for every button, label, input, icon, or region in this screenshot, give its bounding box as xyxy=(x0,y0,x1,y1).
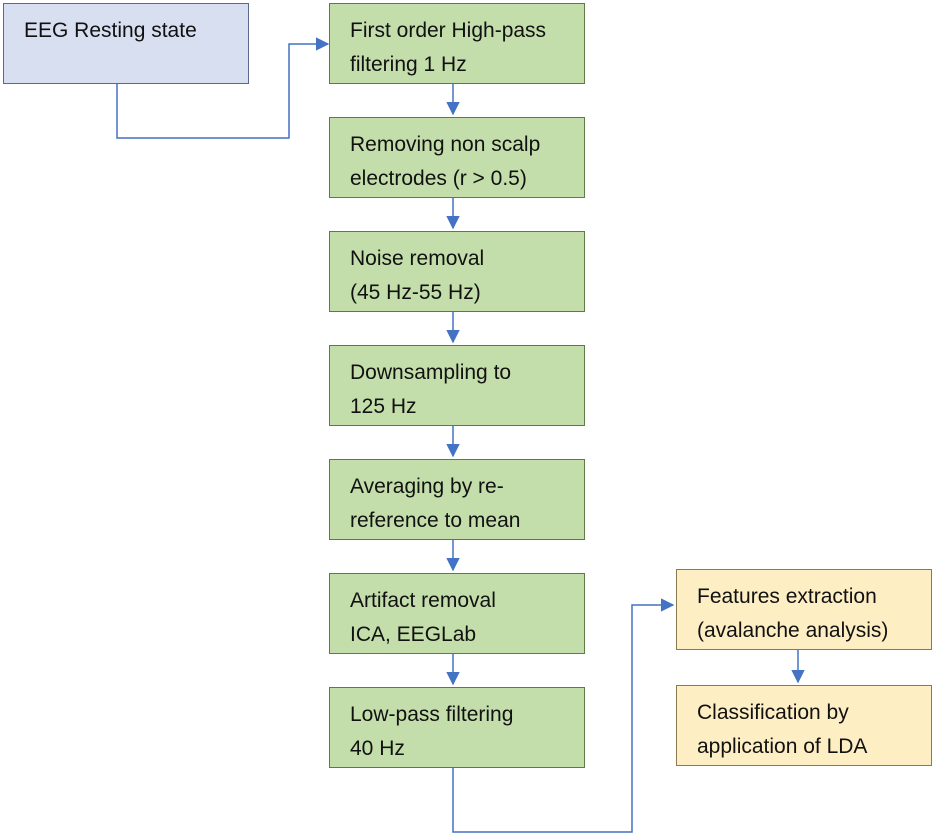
box-label-line: Downsampling to xyxy=(350,361,512,384)
box-label-line: Low-pass filtering xyxy=(350,703,514,726)
box-label-line: Artifact removal xyxy=(350,589,496,612)
box-label-line: Removing non scalp xyxy=(350,133,541,156)
box-label-line: reference to mean xyxy=(350,509,521,532)
low-pass-filter-step: Low-pass filtering 40 Hz xyxy=(329,687,585,768)
box-label-line: First order High-pass xyxy=(350,19,547,42)
box-label-line: 40 Hz xyxy=(350,737,405,760)
box-label-line: EEG Resting state xyxy=(24,19,197,42)
box-label-line: filtering 1 Hz xyxy=(350,53,467,76)
high-pass-filter-step: First order High-pass filtering 1 Hz xyxy=(329,3,585,84)
re-reference-averaging-step: Averaging by re- reference to mean xyxy=(329,459,585,540)
box-label-line: (avalanche analysis) xyxy=(697,619,889,642)
box-label-line: Features extraction xyxy=(697,585,877,608)
remove-non-scalp-electrodes-step: Removing non scalp electrodes (r > 0.5) xyxy=(329,117,585,198)
lda-classification-box: Classification by application of LDA xyxy=(676,685,932,766)
box-label-line: ICA, EEGLab xyxy=(350,623,477,646)
box-label-line: application of LDA xyxy=(697,735,868,758)
box-label-line: Noise removal xyxy=(350,247,485,270)
box-label-line: (45 Hz-55 Hz) xyxy=(350,281,481,304)
box-label-line: Averaging by re- xyxy=(350,475,504,498)
box-label-line: electrodes (r > 0.5) xyxy=(350,167,527,190)
noise-removal-step: Noise removal (45 Hz-55 Hz) xyxy=(329,231,585,312)
eeg-resting-state-box: EEG Resting state xyxy=(3,3,249,84)
artifact-removal-step: Artifact removal ICA, EEGLab xyxy=(329,573,585,654)
box-label-line: Classification by xyxy=(697,701,849,724)
box-label-line: 125 Hz xyxy=(350,395,417,418)
features-extraction-box: Features extraction (avalanche analysis) xyxy=(676,569,932,650)
downsampling-step: Downsampling to 125 Hz xyxy=(329,345,585,426)
